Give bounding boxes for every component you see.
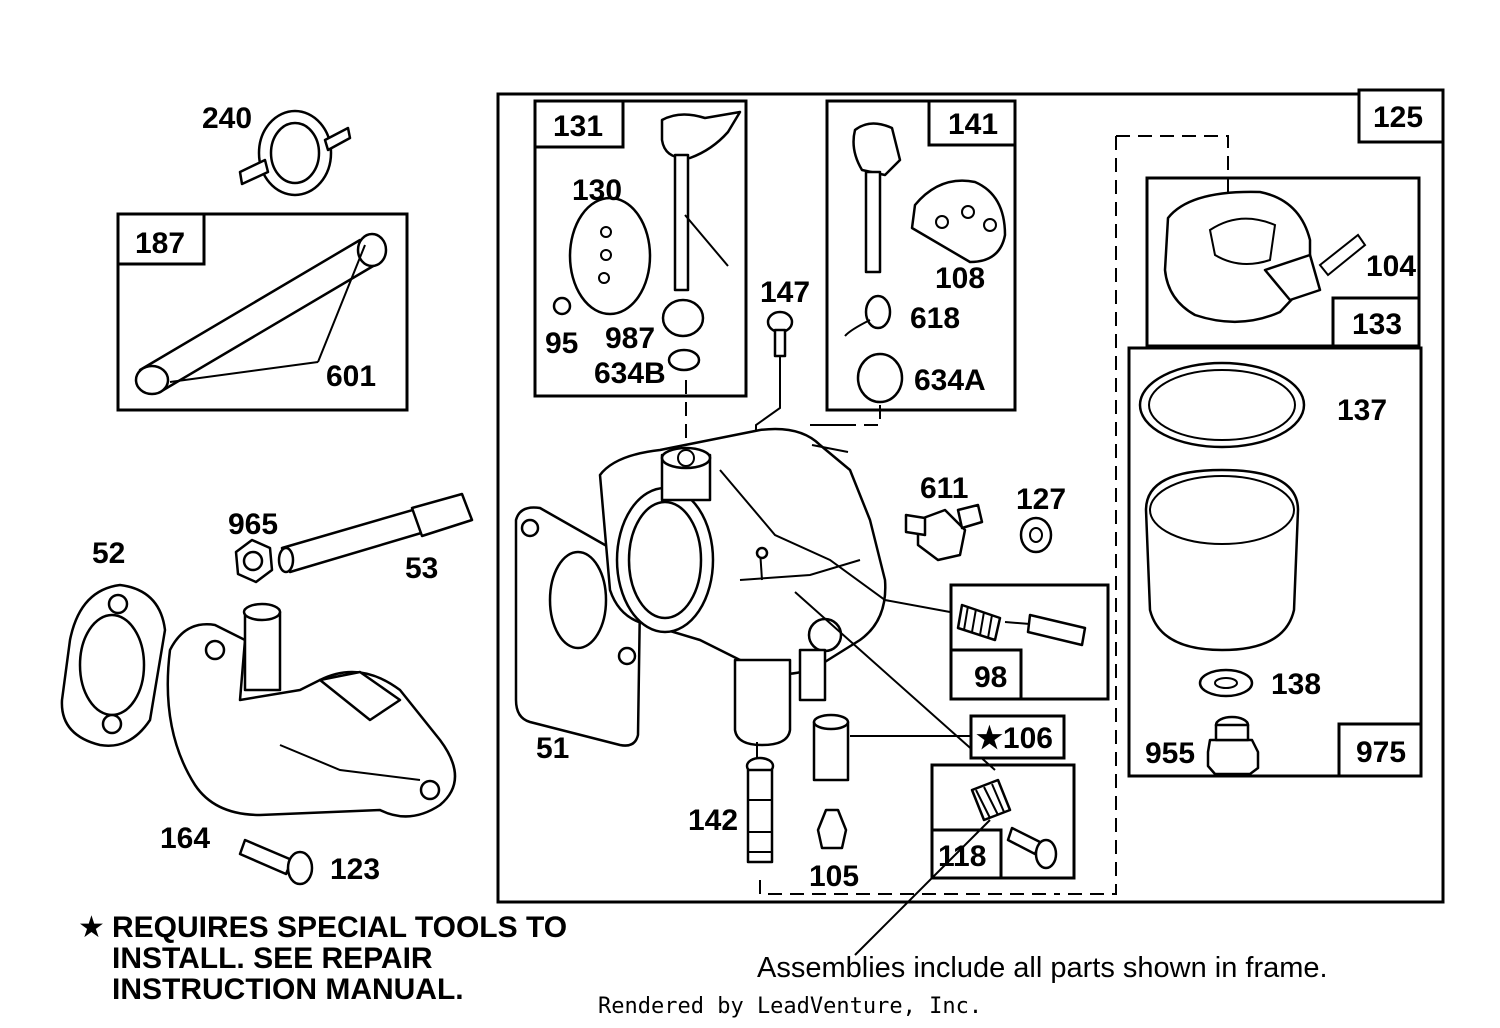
label-141: 141	[948, 108, 998, 141]
label-987: 987	[605, 322, 655, 355]
label-634b: 634B	[594, 357, 666, 390]
label-187: 187	[135, 227, 185, 260]
label-142: 142	[688, 804, 738, 837]
part-141-choke-kit-frame: 141 108 618 634A	[825, 99, 1017, 412]
label-95: 95	[545, 327, 578, 360]
label-52: 52	[92, 537, 125, 570]
label-955: 955	[1145, 737, 1195, 770]
label-965: 965	[228, 508, 278, 541]
part-125-float-kit-tag: 125	[1357, 88, 1445, 144]
part-131-throttle-kit-frame: 131 130 95 987 634B	[533, 99, 748, 398]
label-618: 618	[910, 302, 960, 335]
label-147: 147	[760, 276, 810, 309]
part-52-gasket[interactable]: 52	[60, 537, 167, 747]
part-965-nut[interactable]: 965	[228, 508, 278, 584]
render-credit: Rendered by LeadVenture, Inc.	[598, 994, 983, 1019]
part-187-fuel-line-frame: 187 601	[116, 212, 409, 412]
label-106: ★106	[976, 722, 1053, 755]
part-147-idle-screw[interactable]: 147	[755, 276, 810, 440]
carburetor-assembly-frame	[496, 92, 1445, 904]
special-tools-note: REQUIRES SPECIAL TOOLS TO INSTALL. SEE R…	[112, 911, 568, 1006]
label-108: 108	[935, 262, 985, 295]
part-240-fuel-filter[interactable]: 240	[202, 102, 352, 197]
label-240: 240	[202, 102, 252, 135]
carburetor-body[interactable]	[598, 424, 996, 771]
part-142-emulsion-tube[interactable]: 142	[688, 756, 775, 864]
part-53-stud[interactable]: 53	[277, 492, 474, 585]
part-118-main-jet-frame: 118	[854, 763, 1076, 956]
part-611-elbow-fitting[interactable]: 611	[904, 472, 984, 562]
label-51: 51	[536, 732, 569, 765]
label-98: 98	[974, 661, 1007, 694]
label-123: 123	[330, 853, 380, 886]
label-104: 104	[1366, 250, 1416, 283]
assemblies-note: Assemblies include all parts shown in fr…	[757, 952, 1328, 984]
label-164: 164	[160, 822, 210, 855]
label-601: 601	[326, 360, 376, 393]
label-634a: 634A	[914, 364, 986, 397]
label-133: 133	[1352, 308, 1402, 341]
part-123-screw[interactable]: 123	[238, 838, 380, 886]
part-164-intake-manifold[interactable]: 164	[160, 602, 457, 855]
part-975-float-bowl-frame: 975 137 138 955	[1127, 346, 1423, 778]
label-127: 127	[1016, 483, 1066, 516]
part-105-inlet-needle[interactable]: 105	[809, 713, 859, 893]
label-125: 125	[1373, 101, 1423, 134]
label-131: 131	[553, 110, 603, 143]
part-106-seat-frame: ★106	[850, 714, 1066, 760]
part-133-float-frame: 133 104	[1145, 176, 1421, 348]
label-975: 975	[1356, 736, 1406, 769]
label-53: 53	[405, 552, 438, 585]
label-118: 118	[938, 840, 986, 873]
label-611: 611	[920, 472, 968, 505]
label-105: 105	[809, 860, 859, 893]
part-127-washer[interactable]: 127	[1016, 483, 1066, 554]
special-tools-star: ★	[78, 910, 105, 945]
part-98-idle-mixture-frame: 98	[949, 583, 1110, 701]
label-130: 130	[572, 174, 622, 207]
label-138: 138	[1271, 668, 1321, 701]
label-137: 137	[1337, 394, 1387, 427]
